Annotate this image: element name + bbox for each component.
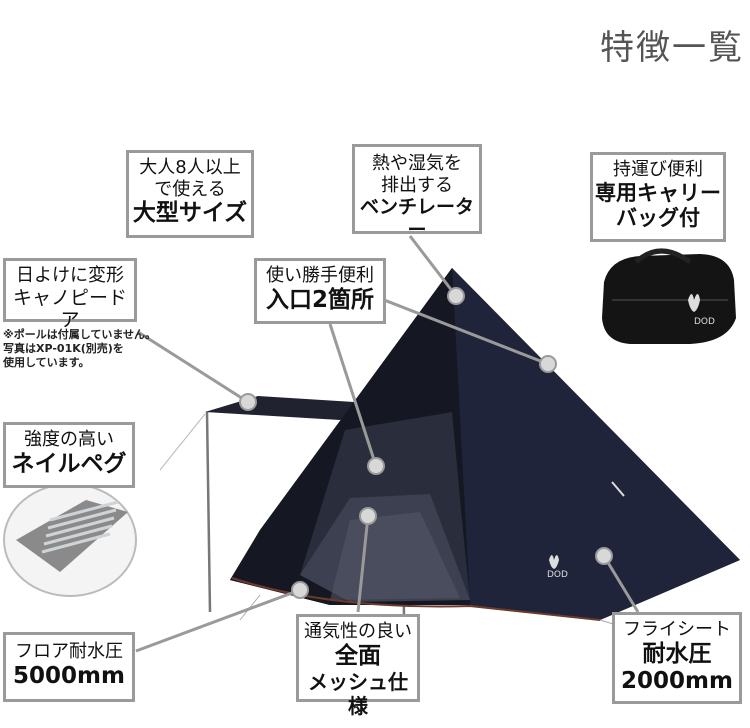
callout-mesh: 通気性の良い 全面 メッシュ仕様 (296, 614, 420, 718)
callout-floor: フロア耐水圧 5000mm (3, 632, 135, 702)
tent-logo: DOD (547, 570, 568, 580)
marker-mesh (359, 507, 377, 525)
callout-entrance: 使い勝手便利 入口2箇所 (254, 258, 386, 324)
carry-bag: DOD (602, 248, 736, 344)
callout-fly: フライシート 耐水圧 2000mm (612, 612, 742, 704)
page-title: 特徴一覧 (600, 28, 744, 68)
callout-fly-line1: フライシート (623, 619, 731, 640)
callout-size-line1: 大人8人以上 (139, 157, 241, 178)
callout-peg-line2: ネイルペグ (11, 450, 127, 477)
callout-mesh-line3: メッシュ仕様 (308, 670, 408, 719)
callout-size: 大人8人以上 で使える 大型サイズ (126, 150, 254, 238)
bag-logo: DOD (694, 317, 715, 327)
callout-entrance-line2: 入口2箇所 (265, 286, 374, 313)
canopy-note: ※ポールは付属していません。 写真はXP-01K(別売)を 使用しています。 (3, 328, 163, 369)
marker-floor (291, 581, 309, 599)
callout-vent: 熱や湿気を 排出する ベンチレーター (352, 144, 482, 241)
leader-lines (135, 235, 640, 653)
callout-fly-line2: 耐水圧 (642, 640, 712, 667)
callout-vent-line2: 排出する (381, 174, 453, 196)
callout-bag-line3: バッグ付 (616, 205, 700, 230)
callout-vent-line3: ベンチレーター (359, 196, 474, 241)
callout-size-line3: 大型サイズ (132, 200, 248, 227)
callout-bag-line1: 持運び便利 (613, 159, 703, 180)
callout-mesh-line1: 通気性の良い (304, 621, 412, 642)
callout-bag-line2: 専用キャリー (595, 180, 721, 205)
canopy-note-line1: ※ポールは付属していません。 (3, 328, 157, 341)
callout-bag: 持運び便利 専用キャリー バッグ付 (590, 152, 726, 242)
callout-fly-line3: 2000mm (621, 668, 733, 695)
marker-vent (447, 287, 465, 305)
callout-peg-line1: 強度の高い (24, 429, 114, 450)
callout-canopy-line1: 日よけに変形 (16, 265, 124, 286)
callout-floor-line1: フロア耐水圧 (15, 641, 123, 662)
callout-peg: 強度の高い ネイルペグ (3, 422, 135, 488)
canopy-note-line3: 使用しています。 (3, 355, 90, 369)
marker-entrance-2 (539, 355, 557, 373)
canopy-note-line2: 写真はXP-01K(別売)を (3, 341, 124, 355)
callout-entrance-line1: 使い勝手便利 (266, 265, 374, 286)
callout-canopy-line2: キャノピードア (12, 286, 127, 332)
feature-markers (239, 287, 613, 599)
callout-floor-line2: 5000mm (13, 662, 125, 689)
marker-fly (595, 547, 613, 565)
callout-size-line2: で使える (154, 178, 226, 200)
marker-entrance-1 (367, 457, 385, 475)
callout-mesh-line2: 全面 (335, 642, 381, 669)
callout-canopy: 日よけに変形 キャノピードア (3, 258, 137, 331)
callout-vent-line1: 熱や湿気を (372, 153, 462, 174)
marker-canopy (239, 393, 257, 411)
peg-photo (3, 483, 137, 597)
